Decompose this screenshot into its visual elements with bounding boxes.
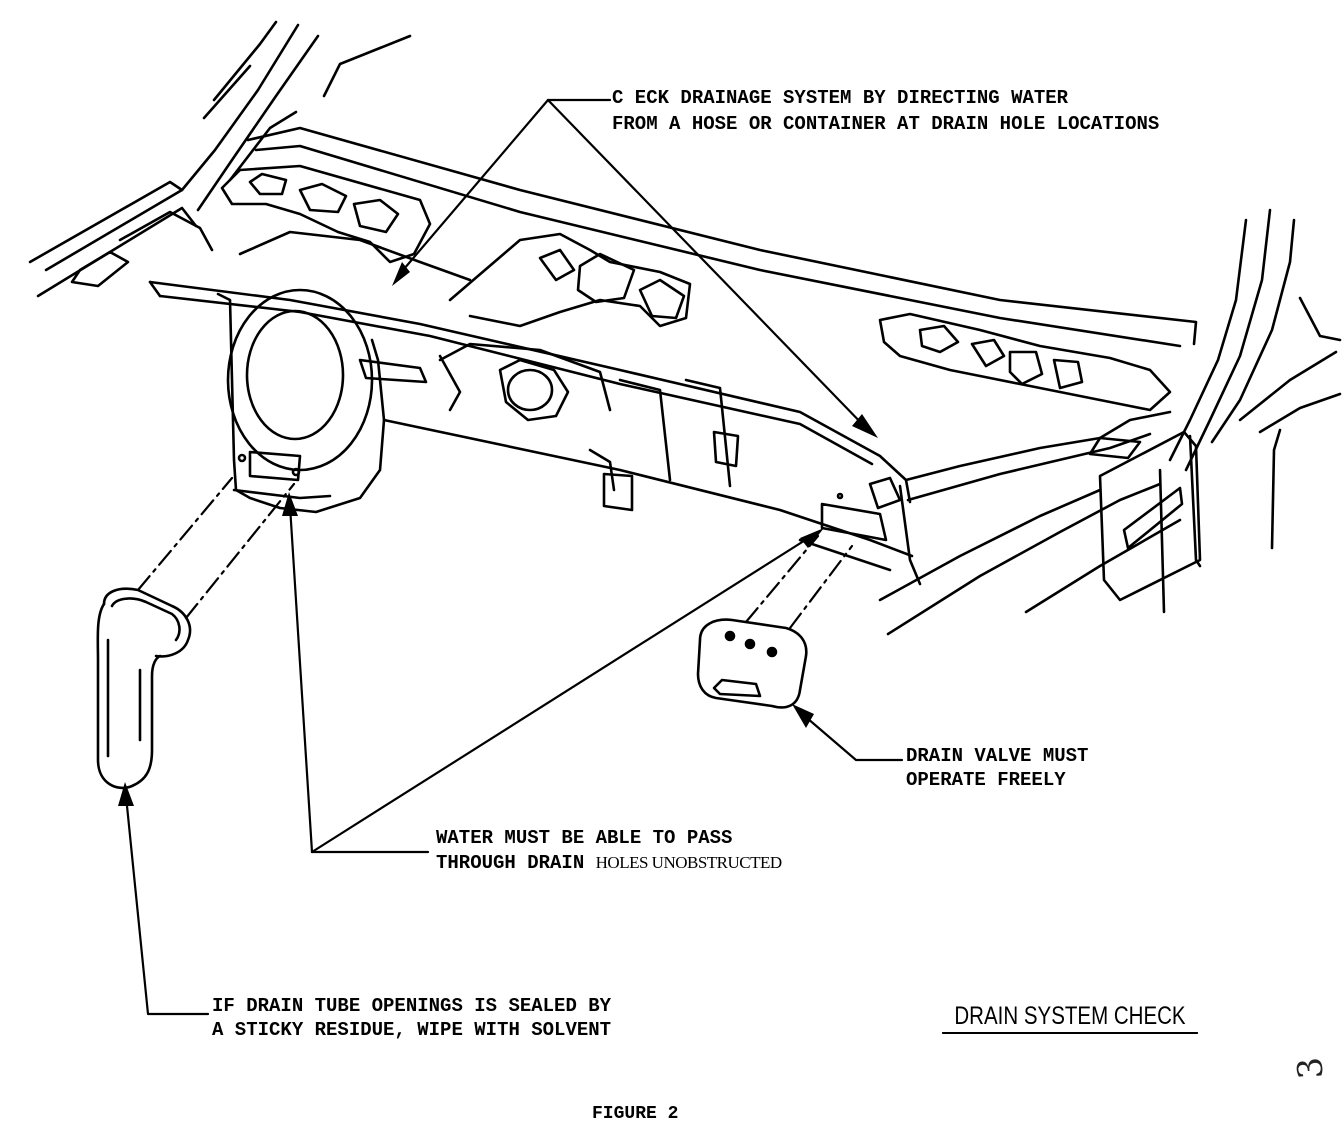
drain-tube [96,587,192,790]
cowl-lower-panel [148,280,922,586]
figure-label: FIGURE 2 [592,1104,679,1124]
water-pass-note-line2: THROUGH DRAIN HOLES UNOBSTRUCTED [436,850,782,876]
alignment-lines [136,476,854,630]
drainage-check-note-line1: C ECK DRAINAGE SYSTEM BY DIRECTING WATER [612,87,1069,109]
water-pass-note-line2-a: THROUGH DRAIN [436,852,596,874]
sticky-residue-note-line2: A STICKY RESIDUE, WIPE WITH SOLVENT [212,1019,612,1041]
drain-valve-note-line1: DRAIN VALVE MUST [906,745,1089,767]
water-pass-note-line2-b: HOLES UNOBSTRUCTED [595,853,783,872]
page-mark: 3 [1289,1055,1332,1081]
arrowheads [118,262,878,806]
diagram-title: DRAIN SYSTEM CHECK [942,1000,1198,1034]
leader-lines [124,98,904,1016]
sticky-residue-note-line1: IF DRAIN TUBE OPENINGS IS SEALED BY [212,995,612,1017]
drain-valve [696,618,808,709]
drainage-check-note-line2: FROM A HOSE OR CONTAINER AT DRAIN HOLE L… [612,113,1160,135]
water-pass-note-line1: WATER MUST BE ABLE TO PASS [436,827,733,849]
left-pillar [28,20,412,298]
drain-valve-note-line2: OPERATE FREELY [906,769,1066,791]
cowl-top-panel [220,126,1198,412]
right-pillar [878,208,1342,636]
